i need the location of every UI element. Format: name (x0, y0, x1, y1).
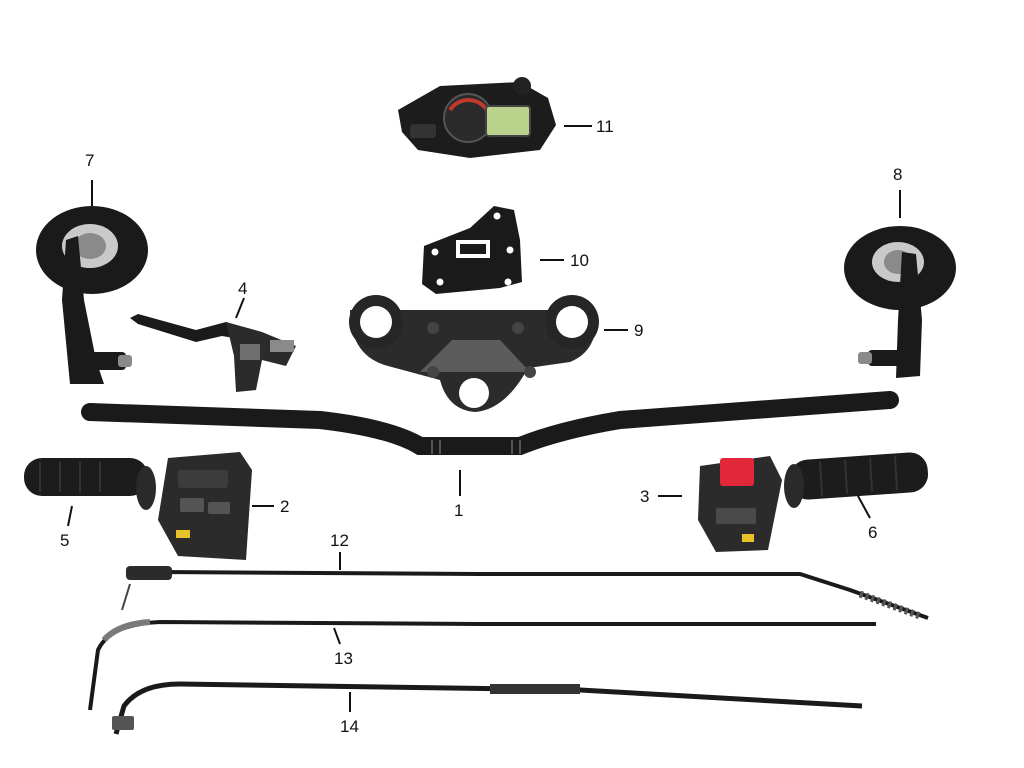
part-7-left-mirror (36, 206, 148, 384)
callout-3: 3 (640, 487, 649, 506)
callout-8: 8 (893, 165, 902, 184)
callout-4: 4 (238, 279, 247, 298)
callout-11: 11 (596, 117, 614, 136)
callout-7: 7 (85, 151, 94, 170)
callout-10: 10 (570, 251, 589, 270)
part-8-right-mirror (844, 226, 956, 378)
part-14-cable (112, 681, 863, 735)
part-10-gauge-bracket (422, 206, 522, 294)
callout-2: 2 (280, 497, 289, 516)
part-4-clutch-lever (130, 314, 296, 392)
part-6-right-grip (784, 452, 929, 508)
leader-4 (235, 297, 245, 319)
callout-5: 5 (60, 531, 69, 550)
part-12-cable (121, 566, 929, 620)
part-3-right-switch-housing (698, 456, 782, 552)
part-13-cable (88, 619, 876, 711)
leader-13 (333, 627, 341, 645)
part-1-handlebar (81, 391, 899, 455)
part-5-left-grip (24, 458, 156, 510)
callout-6: 6 (868, 523, 877, 542)
leader-5 (67, 505, 73, 527)
callout-1: 1 (454, 501, 463, 520)
callout-14: 14 (340, 717, 359, 736)
callout-13: 13 (334, 649, 353, 668)
leader-6 (857, 495, 871, 519)
callout-9: 9 (634, 321, 643, 340)
part-11-instrument-cluster (398, 77, 556, 158)
callout-12: 12 (330, 531, 349, 550)
part-2-left-switch-housing (158, 452, 252, 560)
part-9-triple-clamp (349, 295, 599, 412)
